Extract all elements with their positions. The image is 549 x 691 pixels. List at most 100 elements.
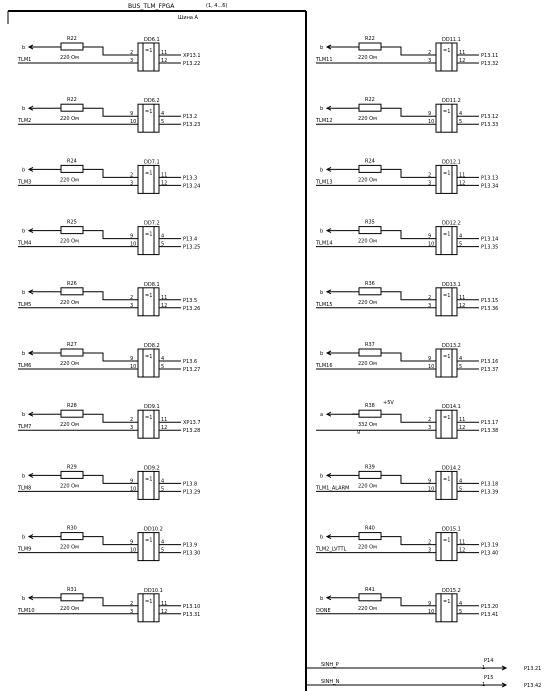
right-1-res-label: R22	[365, 97, 375, 103]
left-4-chip-label: DD8.1	[144, 282, 160, 288]
right-8-chip-label: DD15.1	[442, 527, 461, 533]
right-8-wire-a	[381, 536, 436, 546]
sync-0-net: SINH_P	[321, 662, 339, 668]
right-9-gate-symbol: =1	[443, 599, 450, 605]
right-1-out-pin-b: 5	[459, 119, 462, 125]
sync-1-conn: P15	[484, 675, 493, 681]
right-6-tag: a	[320, 412, 323, 418]
left-3-resistor	[60, 226, 84, 235]
left-1-gate-symbol: =1	[145, 109, 152, 115]
left-3-res-value: 220 Ом	[60, 239, 79, 245]
left-5-tag: b	[22, 351, 25, 357]
right-8-net: TLM2_LVTTL	[315, 547, 347, 553]
right-9-chip-label: DD15.2	[442, 588, 461, 594]
right-4-resistor	[358, 287, 382, 296]
left-0-chip-label: DD6.1	[144, 37, 160, 43]
right-9-pin-a: 9	[428, 601, 431, 607]
left-4-tag-arrow	[27, 289, 34, 295]
bus-name: BUS_TLM_FPGA	[128, 3, 175, 10]
right-8-resistor	[358, 532, 382, 541]
left-5-resistor	[60, 348, 84, 357]
right-0-out-pin-b: 12	[459, 58, 465, 64]
right-4-res-value: 220 Ом	[358, 300, 377, 306]
left-1-tag: b	[22, 106, 25, 112]
right-0-out-pin-a: 11	[459, 50, 465, 56]
left-7-out-pin-b: 5	[161, 486, 164, 492]
right-0-tag-arrow	[325, 44, 332, 50]
right-1-pin-b: 10	[428, 119, 434, 125]
right-4-p-a: P13.15	[481, 298, 498, 304]
left-6-wire-a	[83, 413, 138, 423]
left-1-res-label: R22	[67, 97, 77, 103]
right-2-tag-arrow	[325, 166, 332, 172]
left-8-tag: b	[22, 535, 25, 541]
right-7-chip-label: DD14.2	[442, 465, 461, 471]
right-6-p-a: P13.17	[481, 420, 498, 426]
left-8-pin-b: 10	[130, 548, 136, 554]
left-5-chip-label: DD8.2	[144, 343, 160, 349]
left-6-chip-label: DD9.1	[144, 404, 160, 410]
left-6-pin-a: 2	[130, 417, 133, 423]
sync-1-label: P13.42	[524, 683, 541, 689]
left-6-out-pin-b: 12	[161, 425, 167, 431]
right-7-p-a: P13.18	[481, 481, 498, 487]
left-8-pin-a: 9	[130, 540, 133, 546]
left-4-net: TLM5	[17, 302, 31, 308]
right-4-out-pin-b: 12	[459, 303, 465, 309]
left-3-net: TLM4	[17, 241, 31, 247]
left-6-p-a: XP13.7	[183, 420, 201, 426]
left-9-pin-b: 3	[130, 609, 133, 615]
right-6-pin-a: 2	[428, 417, 431, 423]
right-8-pin-b: 3	[428, 548, 431, 554]
left-0-pin-a: 2	[130, 50, 133, 56]
left-1-p-a: P13.2	[183, 114, 197, 120]
right-7-tag-arrow	[325, 472, 332, 478]
right-3-res-value: 220 Ом	[358, 239, 377, 245]
right-9-tag: b	[320, 596, 323, 602]
right-6-out-pin-a: 11	[459, 417, 465, 423]
right-7-p-b: P13.39	[481, 489, 498, 495]
right-9-tag-arrow	[325, 595, 332, 601]
left-5-gate-symbol: =1	[145, 354, 152, 360]
right-9-res-value: 220 Ом	[358, 606, 377, 612]
right-5-res-label: R37	[365, 342, 375, 348]
sync-0-arrow	[501, 665, 508, 671]
right-7-resistor	[358, 470, 382, 479]
right-3-tag-arrow	[325, 228, 332, 234]
right-9-net: DONE	[316, 608, 331, 614]
right-9-out-pin-b: 5	[459, 609, 462, 615]
left-2-wire-a	[83, 168, 138, 178]
right-4-chip-label: DD13.1	[442, 282, 461, 288]
right-0-res-value: 220 Ом	[358, 55, 377, 61]
right-1-tag-arrow	[325, 105, 332, 111]
left-2-tag-arrow	[27, 166, 34, 172]
left-5-out-pin-a: 4	[161, 356, 164, 362]
right-5-tag-arrow	[325, 350, 332, 356]
right-0-gate-symbol: =1	[443, 48, 450, 54]
right-5-tag: b	[320, 351, 323, 357]
right-5-resistor	[358, 348, 382, 357]
sync-0-conn: P14	[484, 658, 493, 664]
left-3-pin-b: 10	[130, 242, 136, 248]
right-1-resistor	[358, 103, 382, 112]
left-1-pin-a: 9	[130, 111, 133, 117]
sync-0-label: P13.21	[524, 666, 541, 672]
left-4-res-value: 220 Ом	[60, 300, 79, 306]
left-7-res-label: R29	[67, 464, 77, 470]
left-8-p-b: P13.30	[183, 551, 200, 557]
right-7-out-pin-b: 5	[459, 486, 462, 492]
left-2-p-b: P13.24	[183, 183, 200, 189]
left-7-out-pin-a: 4	[161, 478, 164, 484]
right-2-resistor	[358, 164, 382, 173]
left-3-tag-arrow	[27, 228, 34, 234]
right-2-p-a: P13.13	[481, 175, 498, 181]
left-5-out-pin-b: 5	[161, 364, 164, 370]
left-6-res-value: 220 Ом	[60, 422, 79, 428]
left-0-pin-b: 3	[130, 58, 133, 64]
right-3-resistor	[358, 226, 382, 235]
left-6-gate-symbol: =1	[145, 415, 152, 421]
right-8-res-value: 220 Ом	[358, 545, 377, 551]
left-1-net: TLM2	[17, 118, 31, 124]
right-2-out-pin-b: 12	[459, 180, 465, 186]
